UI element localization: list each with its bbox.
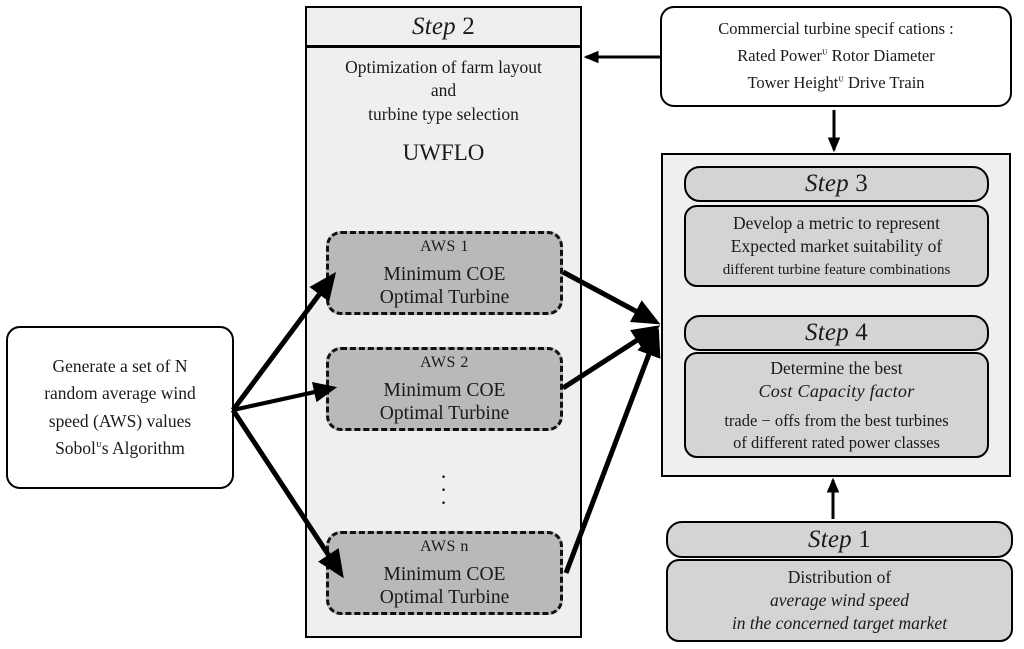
aws-box-1-line1: Minimum COE — [383, 264, 506, 285]
step2-desc-line1: Optimization of farm layout — [345, 57, 542, 77]
step1-title-word: Step — [808, 525, 852, 553]
spec-line1: Commercial turbine specif cations : — [718, 19, 954, 39]
step4-line4: of different rated power classes — [733, 432, 940, 452]
ellipsis-dot-1: · — [439, 464, 450, 489]
step4-line1: Determine the best — [770, 357, 903, 378]
aws-box-2-line2: Optimal Turbine — [379, 403, 510, 424]
step3-line2: Expected market suitability of — [730, 235, 943, 256]
aws-box-1-line2: Optimal Turbine — [379, 287, 510, 308]
spec-line3: Tower Heightᴜ Drive Train — [747, 70, 924, 97]
step1-body: Distribution of average wind speed in th… — [666, 559, 1013, 642]
step2-description: Optimization of farm layout and turbine … — [305, 56, 582, 176]
generator-apostrophe-glyph: ᴜ — [95, 437, 102, 450]
step1-title: Step 1 — [808, 526, 871, 554]
step2-desc-line2: and — [430, 80, 457, 101]
step1-header: Step 1 — [666, 521, 1013, 558]
aws-box-n-line2: Optimal Turbine — [379, 587, 510, 608]
step3-line3: different turbine feature combinations — [722, 261, 951, 278]
step1-line1: Distribution of — [787, 567, 892, 588]
step1-title-num: 1 — [858, 525, 871, 553]
generator-sobol-text: Sobol — [55, 437, 96, 458]
step3-line1: Develop a metric to represent — [733, 213, 940, 234]
step4-title-word: Step — [805, 319, 849, 346]
step1-line3: in the concerned target market — [731, 612, 948, 633]
step2-header: Step 2 — [305, 6, 582, 48]
step2-desc-line3: turbine type selection — [368, 103, 519, 124]
spec-comma-glyph-2: ᴜ — [838, 73, 844, 85]
step3-body: Develop a metric to represent Expected m… — [684, 205, 989, 287]
generator-line3: speed (AWS) values — [48, 410, 192, 431]
spec-rated-power: Rated Power — [737, 46, 823, 66]
aws-box-2-line1: Minimum COE — [383, 380, 506, 401]
spec-tower-height: Tower Height — [747, 72, 839, 92]
aws-box-2: AWS 2 Minimum COE Optimal Turbine — [326, 347, 563, 431]
generator-line4: Sobolᴜs Algorithm — [55, 435, 185, 462]
generator-algorithm-text: s Algorithm — [101, 437, 185, 458]
step2-title: Step 2 — [412, 13, 475, 41]
step3-title: Step 3 — [805, 170, 868, 198]
step1-line2: average wind speed — [770, 590, 909, 611]
ellipsis-dot-3: · — [439, 490, 450, 516]
generator-line1: Generate a set of N — [52, 356, 188, 377]
spec-drive-train: Drive Train — [843, 72, 925, 92]
step2-title-num: 2 — [462, 12, 475, 40]
step4-title-num: 4 — [855, 319, 868, 346]
spec-rotor-diameter: Rotor Diameter — [827, 46, 935, 66]
step2-title-word: Step — [412, 12, 456, 40]
step4-body: Determine the best Cost Capacity factor … — [684, 352, 989, 458]
aws-box-2-tag: AWS 2 — [420, 354, 469, 371]
ellipsis-dot-2: · — [439, 477, 450, 503]
uwflo-label: UWFLO — [402, 140, 485, 165]
step3-title-word: Step — [805, 170, 849, 197]
step4-header: Step 4 — [684, 315, 989, 351]
aws-box-n-line1: Minimum COE — [383, 564, 506, 585]
aws-box-1: AWS 1 Minimum COE Optimal Turbine — [326, 231, 563, 315]
spec-comma-glyph-1: ᴜ — [822, 46, 828, 58]
aws-box-n-tag: AWS n — [420, 538, 469, 555]
vertical-ellipsis: · · · — [326, 464, 563, 516]
aws-box-n: AWS n Minimum COE Optimal Turbine — [326, 531, 563, 615]
generator-box: Generate a set of N random average wind … — [6, 326, 234, 489]
step3-title-num: 3 — [855, 170, 868, 197]
step3-header: Step 3 — [684, 166, 989, 202]
aws-box-1-tag: AWS 1 — [420, 238, 469, 255]
step4-line3: trade − offs from the best turbines — [724, 411, 949, 431]
step4-title: Step 4 — [805, 319, 868, 347]
generator-line2: random average wind — [44, 383, 196, 404]
turbine-specifications-box: Commercial turbine specif cations : Rate… — [660, 6, 1012, 107]
step4-line2: Cost Capacity factor — [758, 381, 915, 402]
spec-line2: Rated Powerᴜ Rotor Diameter — [737, 43, 935, 70]
